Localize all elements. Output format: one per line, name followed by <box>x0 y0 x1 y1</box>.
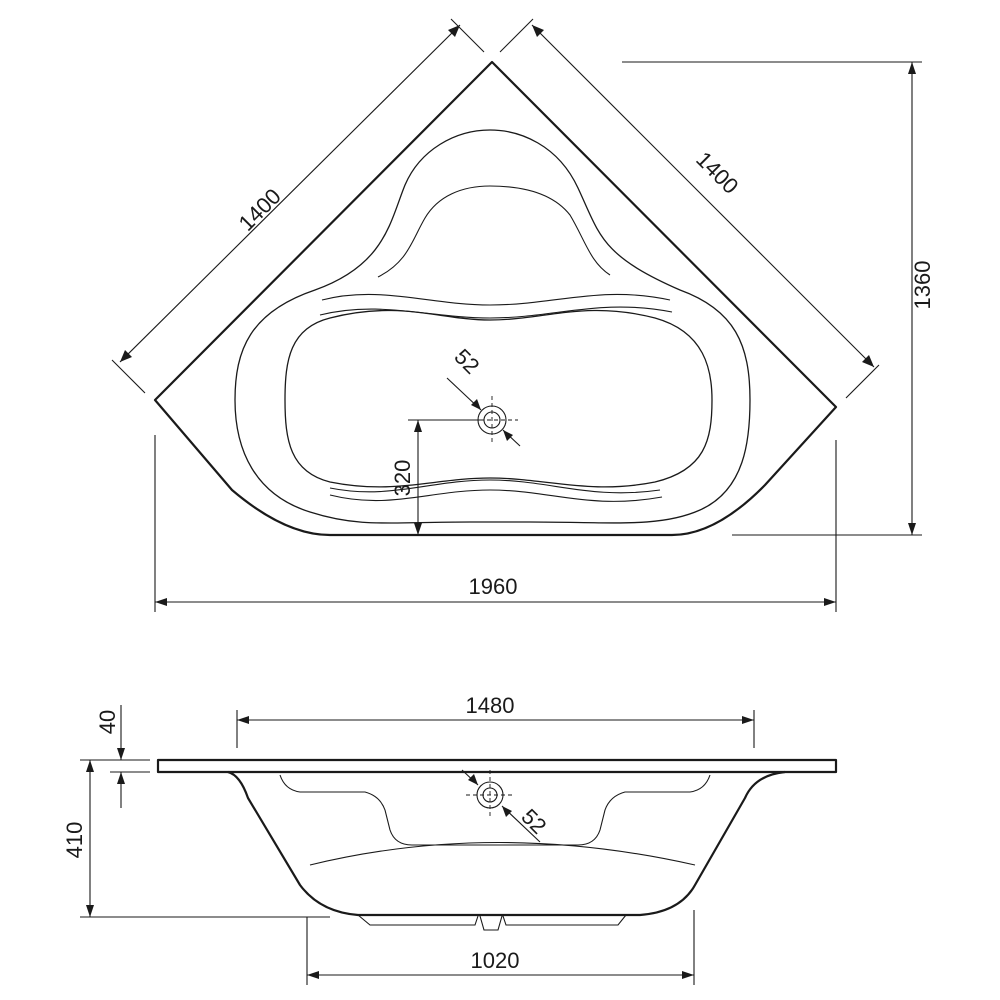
drain-diameter-label-top: 52 <box>449 344 484 379</box>
height-label: 410 <box>62 822 87 859</box>
tub-body-outline <box>227 770 786 917</box>
depth-label: 1360 <box>910 261 935 310</box>
side-inner-right <box>577 774 711 846</box>
left-side-dim: 1400 <box>111 18 485 394</box>
side-inner-left <box>279 774 413 846</box>
lower-ledge-line-2 <box>329 489 663 502</box>
height-dim: 410 <box>62 759 330 918</box>
top-view: 52 320 1400 1400 <box>111 18 935 612</box>
tub-feet <box>357 914 627 926</box>
drain-side <box>466 770 514 818</box>
upper-ledge-line-1 <box>321 293 671 306</box>
rim-thickness-dim: 40 <box>95 705 150 808</box>
drain-offset-label: 320 <box>390 460 415 497</box>
top-view-outline <box>153 60 838 537</box>
width-label: 1960 <box>469 574 518 599</box>
rim-thickness-label: 40 <box>95 710 120 734</box>
inner-length-dim: 1480 <box>236 693 755 748</box>
side-view: 52 1480 40 410 <box>62 693 838 985</box>
drain-diameter-dim-side: 52 <box>461 769 551 843</box>
side-inner-floor-curve <box>309 841 696 866</box>
rim-inner-contour <box>234 129 751 524</box>
basin-floor-contour <box>284 309 713 488</box>
drain-offset-dim: 320 <box>390 419 484 535</box>
headrest-contour <box>377 185 611 278</box>
drain-diameter-label-side: 52 <box>516 804 551 839</box>
right-side-label: 1400 <box>691 147 743 199</box>
base-length-dim: 1020 <box>306 910 695 985</box>
rim-slab <box>156 758 838 774</box>
width-dim: 1960 <box>154 435 837 612</box>
inner-length-label: 1480 <box>466 693 515 718</box>
upper-ledge-line-2 <box>319 306 673 319</box>
base-length-label: 1020 <box>471 948 520 973</box>
drain-outlet <box>479 915 503 931</box>
lower-ledge-line-1 <box>329 479 661 494</box>
depth-dim: 1360 <box>622 61 935 536</box>
left-side-label: 1400 <box>234 184 286 236</box>
right-side-dim: 1400 <box>499 18 880 399</box>
